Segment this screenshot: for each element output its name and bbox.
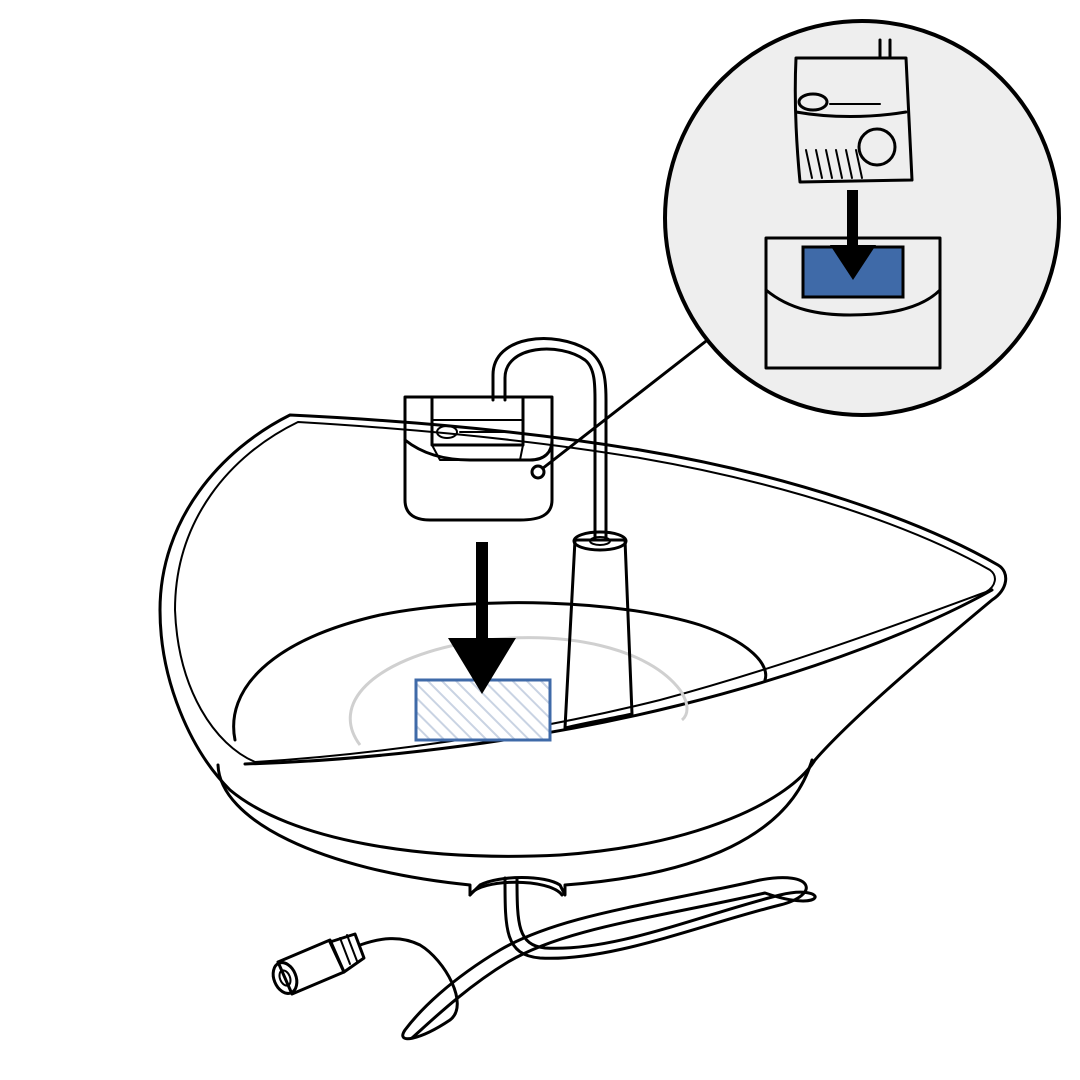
spout-tower [563,530,634,730]
pump-tube [491,337,608,542]
detail-arrow-icon [830,190,876,280]
barrel-connector [271,932,366,996]
insert-arrow-icon [448,542,516,694]
power-cable [358,876,817,1041]
callout-leader [530,336,712,480]
fountain-bowl [158,413,1008,858]
pump-unit [403,395,554,522]
bowl-base [216,758,814,897]
detail-magnifier [663,19,1061,417]
detail-pump [793,38,914,184]
